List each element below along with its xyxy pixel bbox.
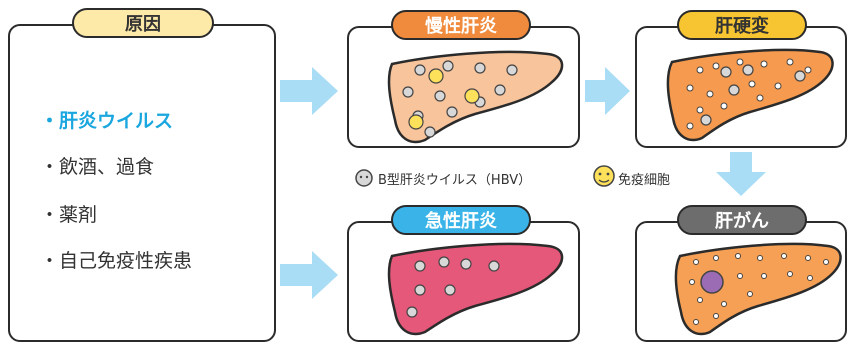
cause-item-autoimmune: ・自己免疫性疾患 [40, 250, 193, 272]
arrow-causes-to-chronic [280, 67, 338, 115]
legend-immune-label: 免疫細胞 [618, 173, 671, 188]
arrow-chronic-to-cirrhosis [585, 67, 630, 115]
arrow-cirrhosis-to-cancer [716, 152, 766, 196]
cancer-nodules [689, 253, 829, 325]
virus-cluster-cirrhosis [700, 64, 806, 126]
cause-item-alcohol-overeating: ・飲酒、過食 [40, 156, 155, 178]
liver-cancer-title: 肝がん [677, 205, 807, 235]
legend-virus-label: B型肝炎ウイルス（HBV） [378, 173, 532, 188]
virus-cluster-acute [406, 256, 500, 318]
tumor [700, 270, 724, 294]
cirrhosis-nodules [686, 58, 812, 130]
causes-panel [8, 24, 276, 342]
arrow-causes-to-acute [280, 251, 338, 299]
acute-hepatitis-title: 急性肝炎 [391, 205, 531, 235]
cause-item-hepatitis-virus: ・肝炎ウイルス [40, 110, 174, 132]
causes-title: 原因 [72, 8, 214, 38]
immune-cell-icon [593, 165, 615, 187]
liver-acute [387, 242, 564, 336]
liver-cancer [674, 242, 842, 336]
virus-icon [355, 169, 373, 187]
immune-cells-chronic [408, 68, 480, 130]
chronic-hepatitis-title: 慢性肝炎 [391, 10, 531, 40]
cause-item-drugs: ・薬剤 [40, 204, 98, 226]
cirrhosis-title: 肝硬変 [677, 10, 807, 40]
